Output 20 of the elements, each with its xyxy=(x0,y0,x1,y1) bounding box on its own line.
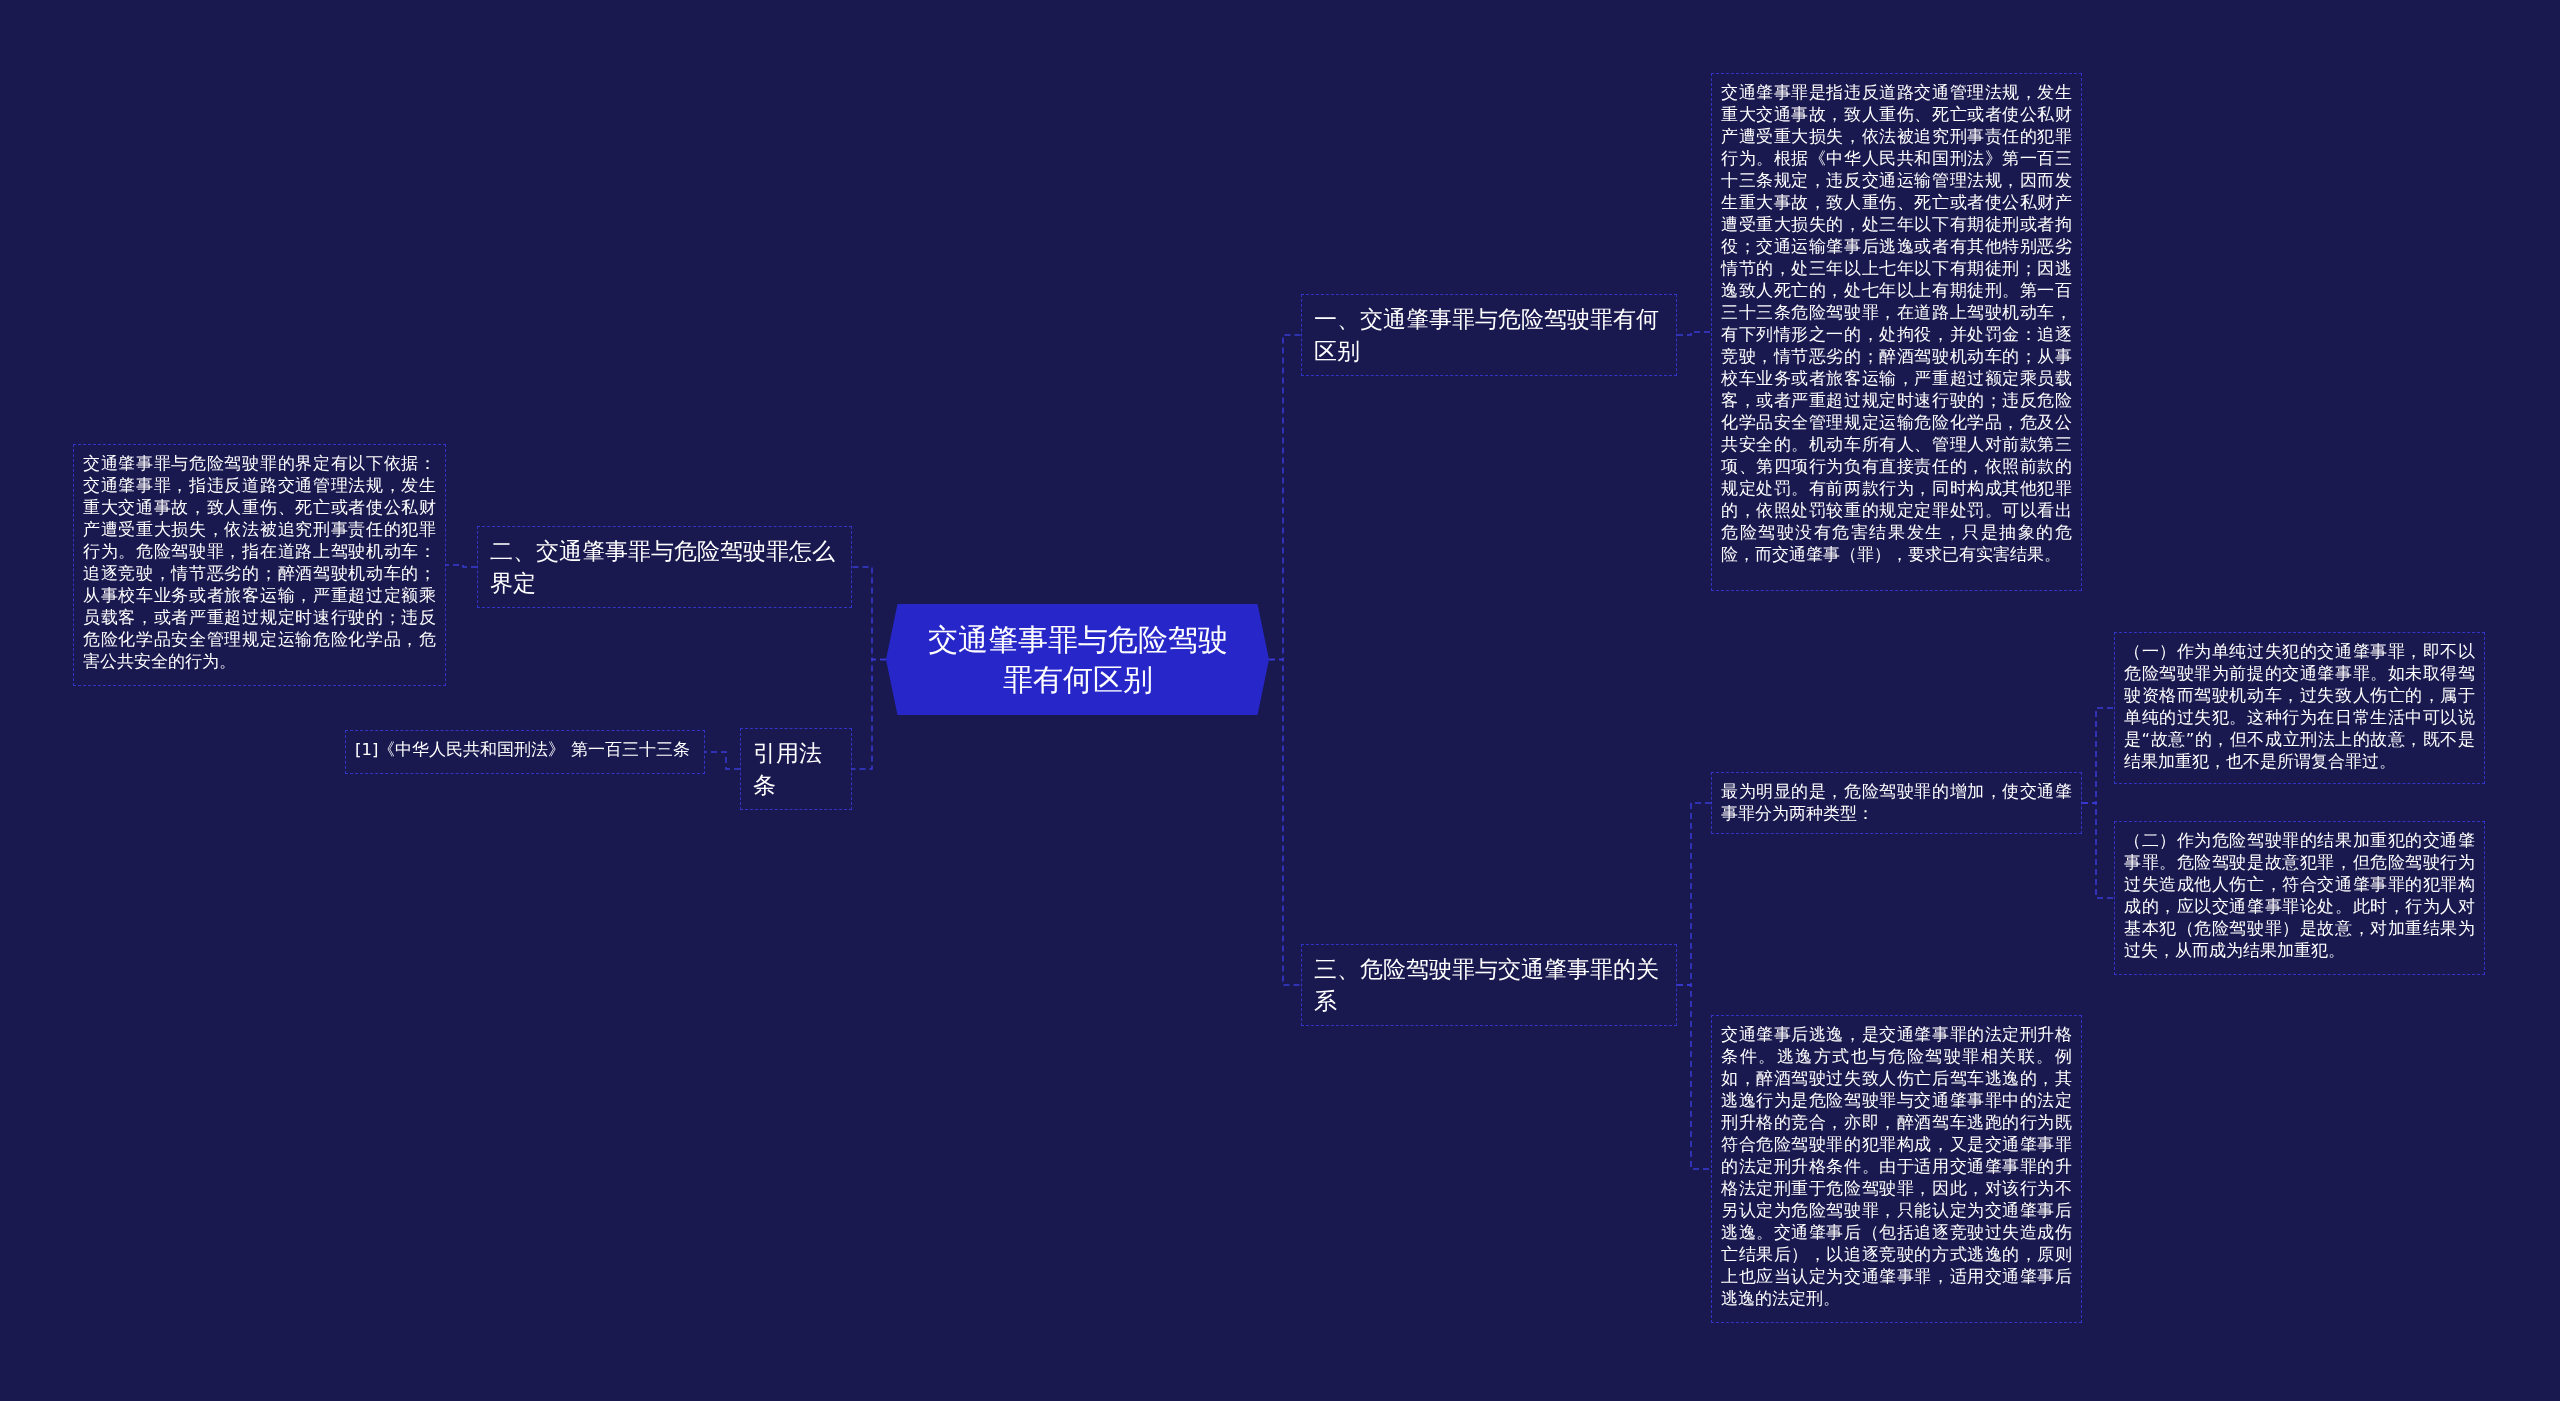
connector-line xyxy=(1676,331,1712,336)
text-box: （二）作为危险驾驶罪的结果加重犯的交通肇事罪。危险驾驶是故意犯罪，但危险驾驶行为过失造成他人伤亡，符合交通肇事罪的犯罪构成的，应以交通肇事罪论处。此时，行为人对基本犯（危险驾驶罪）是故意，对加重结果为过失，从而成为结果加重犯。 xyxy=(2114,821,2485,975)
topic-hexagon xyxy=(886,604,1269,715)
branch-box: 引用法条 xyxy=(740,728,852,810)
branch-box: 二、交通肇事罪与危险驾驶罪怎么界定 xyxy=(477,526,852,608)
connector-line xyxy=(1676,984,1712,1170)
connector-line xyxy=(2081,802,2115,899)
text-box: [1]《中华人民共和国刑法》 第一百三十三条 xyxy=(345,730,705,774)
branch-box: 一、交通肇事罪与危险驾驶罪有何区别 xyxy=(1301,294,1677,376)
topic-text: 交通肇事罪与危险驾驶罪有何区别 xyxy=(926,620,1229,699)
text-box: 最为明显的是，危险驾驶罪的增加，使交通肇事罪分为两种类型： xyxy=(1711,772,2082,834)
connector-line xyxy=(704,751,741,770)
text-box: 交通肇事罪与危险驾驶罪的界定有以下依据：交通肇事罪，指违反道路交通管理法规，发生重大交通事故，致人重伤、死亡或者使公私财产遭受重大损失，依法被追究刑事责任的犯罪行为。危险驾驶罪，指在道路上驾驶机动车：追逐竞驶，情节恶劣的；醉酒驾驶机动车的；从事校车业务或者旅客运输，严重超过定额乘员载客，或者严重超过规定时速行驶的；违反危险化学品安全管理规定运输危险化学品，危害公共安全的行为。 xyxy=(73,444,446,686)
text-box: 交通肇事罪是指违反道路交通管理法规，发生重大交通事故，致人重伤、死亡或者使公私财产遭受重大损失，依法被追究刑事责任的犯罪行为。根据《中华人民共和国刑法》第一百三十三条规定，违反交通运输管理法规，因而发生重大事故，致人重伤、死亡或者使公私财产遭受重大损失的，处三年以下有期徒刑或者拘役；交通运输肇事后逃逸或者有其他特别恶劣情节的，处三年以上七年以下有期徒刑；因逃逸致人死亡的，处七年以上有期徒刑。第一百三十三条危险驾驶罪，在道路上驾驶机动车，有下列情形之一的，处拘役，并处罚金：追逐竞驶，情节恶劣的；醉酒驾驶机动车的；从事校车业务或者旅客运输，严重超过额定乘员载客，或者严重超过规定时速行驶的；违反危险化学品安全管理规定运输危险化学品，危及公共安全的。机动车所有人、管理人对前款第三项、第四项行为负有直接责任的，依照前款的规定处罚。有前两款行为，同时构成其他犯罪的，依照处罚较重的规定定罪处罚。可以看出危险驾驶没有危害结果发生，只是抽象的危险，而交通肇事（罪），要求已有实害结果。 xyxy=(1711,73,2082,591)
connector-line xyxy=(851,658,887,770)
connector-line xyxy=(1268,658,1302,986)
branch-box: 三、危险驾驶罪与交通肇事罪的关系 xyxy=(1301,944,1677,1026)
connector-line xyxy=(445,564,478,568)
text-box: （一）作为单纯过失犯的交通肇事罪，即不以危险驾驶罪为前提的交通肇事罪。如未取得驾驶资格而驾驶机动车，过失致人伤亡的，属于单纯的过失犯。这种行为在日常生活中可以说是“故意”的，但不成立刑法上的故意，既不是结果加重犯，也不是所谓复合罪过。 xyxy=(2114,632,2485,784)
text-box: 交通肇事后逃逸，是交通肇事罪的法定刑升格条件。逃逸方式也与危险驾驶罪相关联。例如，醉酒驾驶过失致人伤亡后驾车逃逸的，其逃逸行为是危险驾驶罪与交通肇事罪中的法定刑升格的竞合，亦即，醉酒驾车逃跑的行为既符合危险驾驶罪的犯罪构成，又是交通肇事罪的法定刑升格条件。由于适用交通肇事罪的升格法定刑重于危险驾驶罪，因此，对该行为不另认定为危险驾驶罪，只能认定为交通肇事后逃逸。交通肇事后（包括追逐竞驶过失造成伤亡结果后），以追逐竞驶的方式逃逸的，原则上也应当认定为交通肇事罪，适用交通肇事后逃逸的法定刑。 xyxy=(1711,1015,2082,1323)
